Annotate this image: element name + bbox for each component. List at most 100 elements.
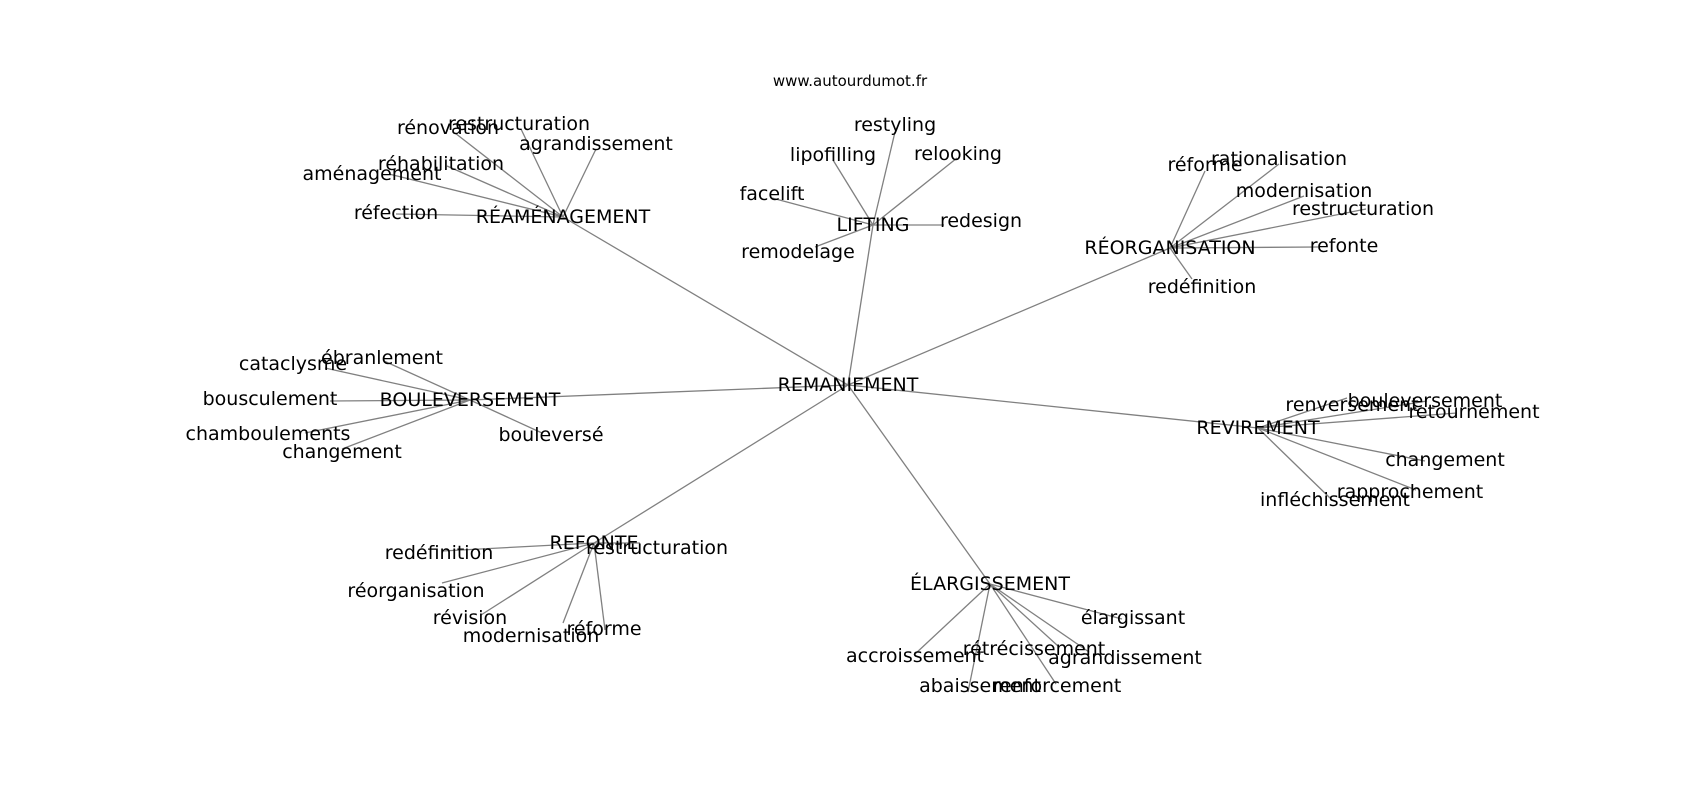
leaf-node-label: révision xyxy=(433,607,507,629)
group-node-label: BOULEVERSEMENT xyxy=(380,389,561,411)
edge-center-to-group xyxy=(847,247,1171,386)
edge-group-to-leaf xyxy=(454,132,564,218)
leaf-node-label: redéfinition xyxy=(1148,276,1257,298)
edge-group-to-leaf xyxy=(562,148,597,218)
leaf-node-label: lipofilling xyxy=(790,144,876,166)
leaf-node-label: restyling xyxy=(854,114,936,136)
leaf-node-label: changement xyxy=(282,441,402,463)
edge-group-to-leaf xyxy=(989,583,1090,653)
leaf-node-label: modernisation xyxy=(1236,180,1373,202)
edge-group-to-leaf xyxy=(967,583,991,693)
edge-group-to-leaf xyxy=(1257,427,1426,462)
leaf-node-label: facelift xyxy=(740,183,805,205)
leaf-node-label: rapprochement xyxy=(1337,481,1483,503)
edge-group-to-leaf xyxy=(913,583,991,656)
leaf-node-label: relooking xyxy=(914,143,1002,165)
edge-group-to-leaf xyxy=(989,583,1059,647)
edge-center-to-group xyxy=(593,384,849,544)
edge-group-to-leaf xyxy=(1169,246,1319,249)
edge-center-to-group xyxy=(847,384,991,585)
edge-group-to-leaf xyxy=(1257,400,1428,429)
edge-group-to-leaf xyxy=(324,367,471,401)
edge-center-to-group xyxy=(847,384,1259,429)
leaf-node-label: abaissement xyxy=(919,675,1041,697)
edge-group-to-leaf xyxy=(1169,163,1280,249)
edge-group-to-leaf xyxy=(814,224,874,248)
leaf-node-label: réhabilitation xyxy=(378,153,504,175)
edge-group-to-leaf xyxy=(388,173,564,218)
edge-group-to-leaf xyxy=(771,197,874,226)
leaf-node-label: accroissement xyxy=(846,645,984,667)
leaf-node-label: restructuration xyxy=(1292,198,1434,220)
edge-group-to-leaf xyxy=(989,583,1057,685)
group-node-label: ÉLARGISSEMENT xyxy=(910,572,1070,595)
edge-group-to-leaf xyxy=(441,542,595,584)
leaf-node-label: rénovation xyxy=(397,117,499,139)
leaf-node-label: réorganisation xyxy=(347,580,484,602)
edge-group-to-leaf xyxy=(480,542,595,616)
leaf-node-label: réforme xyxy=(566,618,641,640)
leaf-node-label: ébranlement xyxy=(321,347,443,369)
edge-group-to-leaf xyxy=(1169,195,1305,249)
edge-group-to-leaf xyxy=(383,360,471,401)
group-node-label: LIFTING xyxy=(837,214,910,236)
leaf-node-label: chamboulements xyxy=(186,423,351,445)
edge-layer xyxy=(304,128,1458,693)
leaf-node-label: remodelage xyxy=(741,241,855,263)
leaf-node-label: rétrécissement xyxy=(963,638,1106,660)
leaf-node-label: redesign xyxy=(940,210,1022,232)
leaf-node-label: cataclysme xyxy=(239,353,347,375)
leaf-node-label: réfection xyxy=(354,202,438,224)
edge-group-to-leaf xyxy=(1169,170,1206,249)
leaf-node-label: bousculement xyxy=(203,388,338,410)
source-label: www.autourdumot.fr xyxy=(772,72,928,90)
edge-group-to-leaf xyxy=(1257,412,1458,429)
edge-group-to-leaf xyxy=(395,213,564,218)
leaf-node-label: agrandissement xyxy=(1048,647,1202,669)
leaf-node-label: renforcement xyxy=(993,675,1122,697)
edge-group-to-leaf xyxy=(341,399,471,450)
center-node-label: REMANIEMENT xyxy=(778,374,919,396)
leaf-node-label: élargissant xyxy=(1081,607,1185,629)
leaf-node-label: redéfinition xyxy=(385,542,494,564)
leaf-node-label: restructuration xyxy=(448,113,590,135)
leaf-node-label: refonte xyxy=(1310,235,1379,257)
edge-group-to-leaf xyxy=(446,165,564,218)
edge-group-to-leaf xyxy=(469,399,543,434)
edge-center-to-group xyxy=(847,224,874,386)
leaf-node-label: bouleversement xyxy=(1348,390,1503,412)
edge-group-to-leaf xyxy=(1169,208,1367,249)
group-node-label: REFONTE xyxy=(550,532,639,554)
leaf-node-label: infléchissement xyxy=(1260,489,1410,511)
edge-group-to-leaf xyxy=(441,542,595,552)
edge-group-to-leaf xyxy=(989,583,1123,620)
leaf-node-label: retournement xyxy=(1408,401,1539,423)
edge-center-to-group xyxy=(562,216,849,386)
leaf-node-label: agrandissement xyxy=(519,133,673,155)
leaf-node-label: modernisation xyxy=(463,625,600,647)
label-layer: REMANIEMENTRÉAMÉNAGEMENTrénovationrestru… xyxy=(186,113,1540,697)
leaf-node-label: changement xyxy=(1385,449,1505,471)
edge-group-to-leaf xyxy=(1257,397,1348,429)
edge-group-to-leaf xyxy=(1257,427,1331,499)
edge-group-to-leaf xyxy=(329,399,471,402)
edge-group-to-leaf xyxy=(832,159,874,226)
group-node-label: RÉAMÉNAGEMENT xyxy=(476,205,651,228)
edge-group-to-leaf xyxy=(872,131,896,226)
leaf-node-label: aménagement xyxy=(303,163,442,185)
edge-group-to-leaf xyxy=(1257,427,1417,491)
group-node-label: REVIREMENT xyxy=(1196,417,1320,439)
edge-group-to-leaf xyxy=(1169,247,1193,280)
leaf-node-label: rationalisation xyxy=(1211,148,1347,170)
edge-group-to-leaf xyxy=(593,542,606,631)
group-node-label: RÉORGANISATION xyxy=(1084,236,1255,259)
edge-group-to-leaf xyxy=(562,542,595,624)
edge-group-to-leaf xyxy=(520,128,564,218)
leaf-node-label: réforme xyxy=(1167,154,1242,176)
edge-group-to-leaf xyxy=(872,157,958,226)
leaf-node-label: renversement xyxy=(1285,394,1418,416)
edge-center-to-group xyxy=(469,384,849,401)
leaf-node-label: bouleversé xyxy=(498,424,603,446)
